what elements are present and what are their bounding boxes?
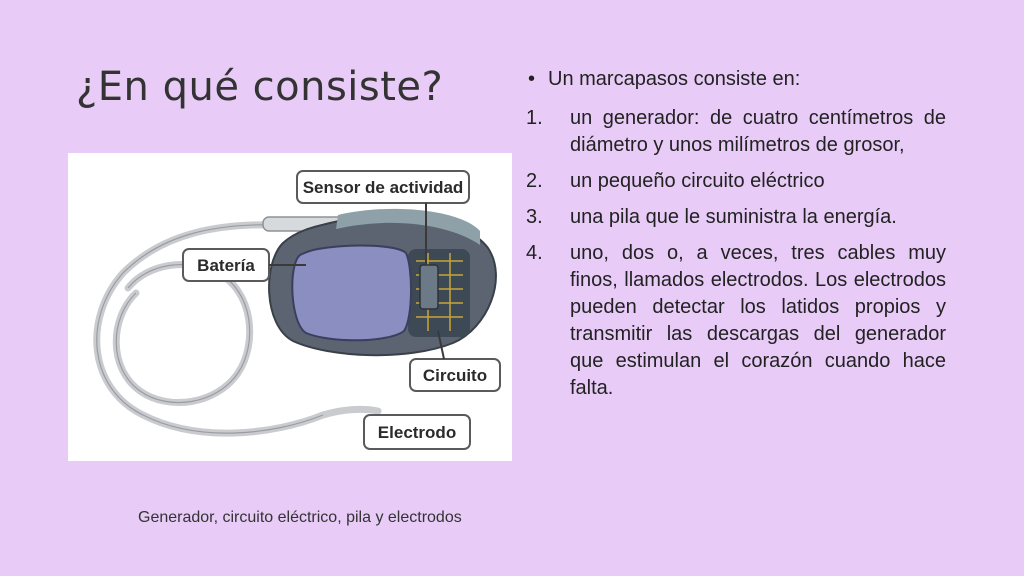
list-number: 3. <box>526 206 543 228</box>
components-list: 1. un generador: de cuatro centímetros de… <box>524 105 946 402</box>
label-circuit: Circuito <box>423 366 487 385</box>
label-battery: Batería <box>197 256 255 275</box>
battery-cell <box>291 244 412 342</box>
list-text: un pequeño circuito eléctrico <box>570 170 825 192</box>
label-sensor: Sensor de actividad <box>303 178 464 197</box>
label-box-electrode <box>363 414 471 450</box>
activity-sensor-chip <box>419 264 439 310</box>
label-box-circuit <box>409 358 501 392</box>
content-list: Un marcapasos consiste en: 1. un generado… <box>524 66 946 411</box>
list-text: un generador: de cuatro centímetros de d… <box>570 107 946 156</box>
list-text: uno, dos o, a veces, tres cables muy fin… <box>570 242 946 399</box>
list-item: 2. un pequeño circuito eléctrico <box>524 168 946 195</box>
list-number: 4. <box>526 242 543 264</box>
label-electrode: Electrodo <box>378 423 456 442</box>
list-item: 4. uno, dos o, a veces, tres cables muy f… <box>524 240 946 402</box>
list-item: 3. una pila que le suministra la energía. <box>524 204 946 231</box>
intro-bullet: Un marcapasos consiste en: <box>524 66 946 93</box>
list-item: 1. un generador: de cuatro centímetros de… <box>524 105 946 159</box>
pacemaker-diagram: Sensor de actividad Batería Circuito Ele… <box>68 153 512 461</box>
list-text: una pila que le suministra la energía. <box>570 206 897 228</box>
circuit-board <box>408 249 470 337</box>
list-number: 2. <box>526 170 543 192</box>
slide-title: ¿En qué consiste? <box>76 64 444 110</box>
figure-caption: Generador, circuito eléctrico, pila y el… <box>138 509 462 526</box>
list-number: 1. <box>526 107 543 129</box>
label-box-sensor <box>296 170 470 204</box>
